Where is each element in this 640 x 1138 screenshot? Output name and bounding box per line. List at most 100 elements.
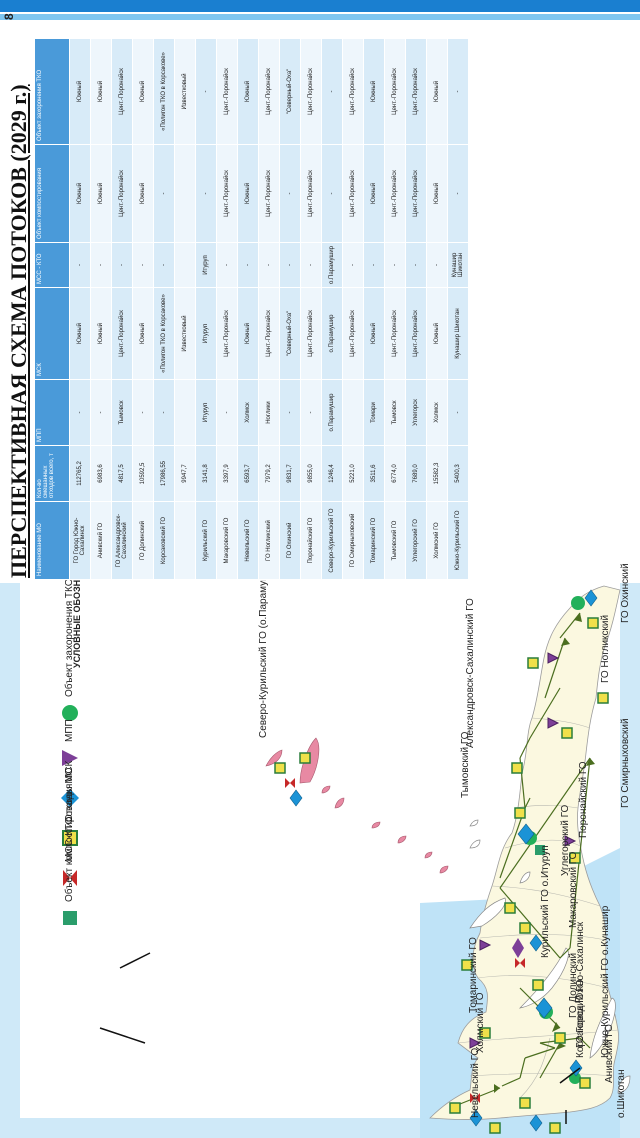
- corner-decoration: [0, 14, 640, 20]
- table-cell: 7689,0: [405, 445, 427, 502]
- flow-arrowheads: [494, 613, 595, 1093]
- table-header-row: Наименование МО Кол-во смешанных отходов…: [34, 38, 70, 580]
- table-cell: Итуруп: [195, 379, 217, 446]
- table-cell: 9855,0: [300, 445, 322, 502]
- table-cell: Кунашир Шикотан: [447, 287, 469, 380]
- table-cell: Цент.-Поронайск: [111, 38, 133, 145]
- kuril-islands: [469, 819, 631, 1094]
- table-cell: [174, 144, 196, 243]
- table-cell: Тымовский ГО: [384, 501, 406, 580]
- table-cell: Макаровский ГО: [216, 501, 238, 580]
- sea-strip-left: [0, 583, 20, 1138]
- table-cell: Цент.-Поронайск: [300, 144, 322, 243]
- table-cell: -: [90, 242, 112, 288]
- legend-label: Объект компостирования: [64, 783, 75, 902]
- table-cell: -: [300, 242, 322, 288]
- table-cell: Углегорский ГО: [405, 501, 427, 580]
- col-header: МСС - КТО: [34, 242, 70, 288]
- table-cell: -: [300, 379, 322, 446]
- tko-landfill-circle-icon: [62, 705, 78, 721]
- table-cell: о.Парамушир: [321, 242, 343, 288]
- mo-waste-square-icon: [62, 830, 78, 846]
- table-cell: [342, 379, 364, 446]
- label-uglegorsk: Углегорский ГО: [560, 804, 571, 876]
- col-header: МПП: [34, 379, 70, 446]
- table-cell: ГО Смирныховский: [342, 501, 364, 580]
- table-cell: -: [237, 242, 259, 288]
- table-cell: 6983,6: [90, 445, 112, 502]
- table-cell: Цент.-Поронайск: [405, 38, 427, 145]
- table-cell: Южный: [69, 38, 91, 145]
- label-nevelsk: Невельский ГО: [470, 1047, 481, 1118]
- table-cell: Известковый: [174, 38, 196, 145]
- table-cell: Курильский ГО: [195, 501, 217, 580]
- table-cell: о.Парамушир: [321, 379, 343, 446]
- table-cell: Томари: [363, 379, 385, 446]
- sea-strip-right: [620, 583, 640, 1138]
- table-cell: Южный: [237, 287, 259, 380]
- label-smirnykh: ГО Смирныховский: [620, 718, 631, 808]
- table-cell: Южный: [69, 287, 91, 380]
- table-cell: Цент.-Поронайск: [216, 38, 238, 145]
- table-cell: 3397,9: [216, 445, 238, 502]
- col-header: Объект захоронения ТКО: [34, 38, 70, 145]
- table-cell: 17986,55: [153, 445, 175, 502]
- table-cell: Южный: [363, 38, 385, 145]
- table-cell: Поронайский ГО: [300, 501, 322, 580]
- mpp-triangle-icon: [62, 750, 78, 766]
- table-cell: 6593,7: [237, 445, 259, 502]
- table-cell: Северо-Курильский ГО: [321, 501, 343, 580]
- table-cell: -: [132, 242, 154, 288]
- table-cell: Углегорск: [405, 379, 427, 446]
- table-cell: Южный: [90, 144, 112, 243]
- table-cell: Цент.-Поронайск: [384, 38, 406, 145]
- table-cell: Цент.-Поронайск: [300, 287, 322, 380]
- table-cell: -: [258, 242, 280, 288]
- label-okha: ГО Охинский: [620, 563, 631, 623]
- legend-label: МПП: [64, 719, 75, 742]
- table-cell: ГО Охинский: [279, 501, 301, 580]
- table-cell: Южный: [90, 38, 112, 145]
- table-cell: Южный: [237, 38, 259, 145]
- table-cell: -: [69, 242, 91, 288]
- flow-table: Наименование МО Кол-во смешанных отходов…: [34, 38, 469, 580]
- table-cell: Итуруп: [195, 242, 217, 288]
- table-cell: ГО Город Южно-Сахалинск: [69, 501, 91, 580]
- table-cell: «Полигон ТКО в Корсакове»: [153, 287, 175, 380]
- table-cell: 10592,5: [132, 445, 154, 502]
- table-cell: -: [132, 379, 154, 446]
- table-cell: Тымовск: [111, 379, 133, 446]
- table-cell: Цент.-Поронайск: [111, 144, 133, 243]
- label-poronaisk: Поронайский ГО: [578, 761, 589, 839]
- label-aleksandrovsk: Александровск-Сахалинский ГО: [465, 598, 476, 748]
- table-cell: Цент.-Поронайск: [384, 144, 406, 243]
- table-cell: -: [153, 144, 175, 243]
- table-cell: Южный: [426, 38, 448, 145]
- table-cell: -: [321, 144, 343, 243]
- table-cell: Южный: [132, 38, 154, 145]
- table-cell: Цент.-Поронайск: [342, 144, 364, 243]
- mss-kto-bowtie-icon: [63, 870, 77, 886]
- table-cell: Ноглики: [258, 379, 280, 446]
- table-cell: "Северный-Оха": [279, 38, 301, 145]
- table-cell: -: [342, 242, 364, 288]
- col-header: Объект компостирования: [34, 144, 70, 243]
- table-cell: Цент.-Поронайск: [384, 287, 406, 380]
- table-cell: Известковый: [174, 287, 196, 380]
- col-header: МСК: [34, 287, 70, 380]
- label-shikotan: о.Шикотан: [616, 1069, 627, 1118]
- table-cell: Невельский ГО: [237, 501, 259, 580]
